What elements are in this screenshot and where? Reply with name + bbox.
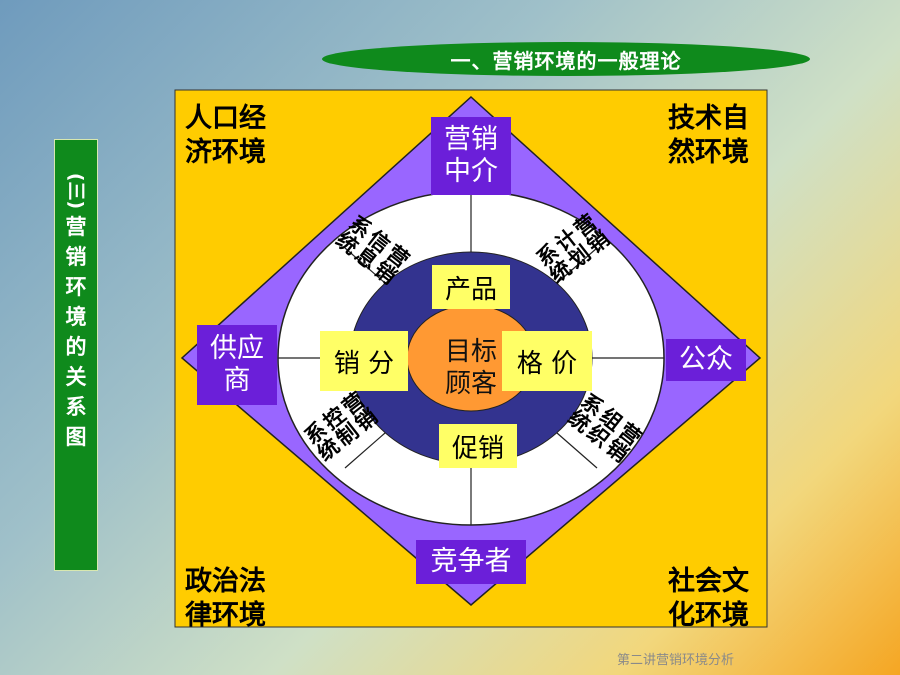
side-title-char: 的	[65, 335, 87, 359]
side-title-char: 图	[65, 425, 87, 449]
corner-social-cultural: 社会文 化环境	[668, 566, 749, 631]
mix-price: 格 价	[502, 331, 592, 391]
side-title: (三) 营 销 环 境 的 关 系 图	[54, 139, 98, 571]
actor-competitor: 竞争者	[416, 540, 526, 584]
corner-political-legal: 政治法 律环境	[185, 566, 266, 631]
side-title-char: 环	[65, 275, 87, 299]
mix-product: 产品	[432, 265, 510, 309]
side-title-char: 系	[65, 395, 87, 419]
side-title-char: 销	[65, 245, 87, 269]
actor-intermediary: 营销 中介	[431, 117, 511, 195]
target-customer: 目标 顾客	[444, 337, 497, 399]
actor-public: 公众	[666, 339, 746, 381]
mix-place: 销 分	[320, 331, 408, 391]
footer-caption: 第二讲营销环境分析	[617, 653, 735, 668]
actor-supplier: 供应 商	[197, 325, 277, 405]
side-title-char: 营	[65, 215, 87, 239]
page-title: 一、营销环境的一般理论	[322, 42, 810, 76]
divider-lines	[278, 191, 664, 525]
corner-technology-nature: 技术自 然环境	[668, 103, 749, 168]
corner-demographic-economic: 人口经 济环境	[185, 103, 266, 168]
side-title-char: 关	[65, 365, 87, 389]
side-title-char: 境	[65, 305, 87, 329]
mix-promotion: 促销	[439, 424, 517, 468]
